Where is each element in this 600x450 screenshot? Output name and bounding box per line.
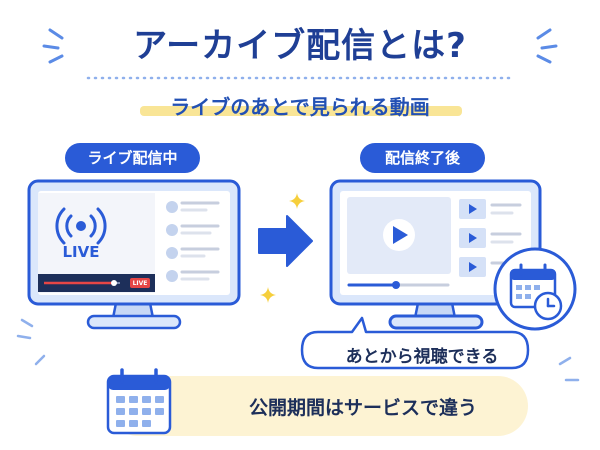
decorative-dashes [16,318,580,382]
live-text: LIVE [62,243,100,261]
title-sparkle-left-icon [42,28,64,64]
period-banner [108,376,528,436]
comment-list [166,201,220,282]
calendar-icon [106,368,172,435]
archive-pill [360,143,485,173]
title-sparkle-right-icon [536,28,558,64]
live-pill [65,143,200,173]
archive-pill-label: 配信終了後 [384,149,460,167]
calendar-clock-icon [493,247,577,331]
live-broadcast-icon [55,207,107,245]
page-title: アーカイブ配信とは? [133,26,467,66]
live-monitor [27,179,241,330]
sparkle-icon [289,193,305,209]
arrow-right-icon [258,215,313,267]
speech-bubble-text: あとから視聴できる [345,347,499,367]
archive-monitor [329,179,542,330]
live-badge-text: LIVE [132,280,148,287]
subtitle-highlight [140,106,462,116]
sparkle-icon [260,287,276,303]
live-red-badge [130,278,150,288]
period-banner-text: 公開期間はサービスで違う [248,397,477,419]
speech-bubble [300,316,530,370]
live-pill-label: ライブ配信中 [87,149,178,167]
page-subtitle: ライブのあとで見られる動画 [170,95,430,119]
